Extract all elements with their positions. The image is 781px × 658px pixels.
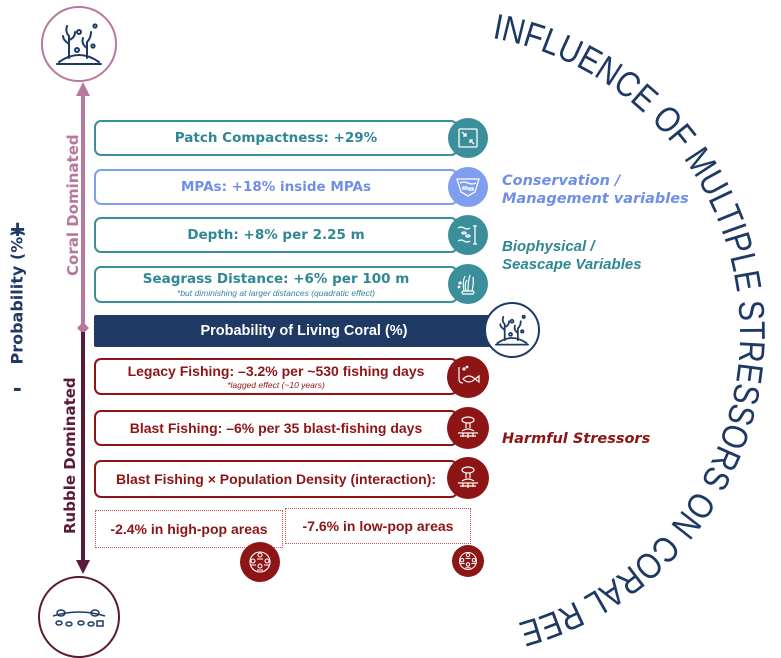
blast-fishing-icon — [447, 457, 489, 499]
axis-minus: - — [13, 372, 22, 402]
factor-label: Seagrass Distance: +6% per 100 m — [142, 271, 410, 287]
fishing-icon — [447, 356, 489, 398]
category-biophysical-line1: Biophysical / — [502, 238, 595, 255]
factor-note: *but diminishing at larger distances (qu… — [177, 288, 375, 298]
down-arrow-head — [76, 560, 90, 574]
coral-icon — [56, 23, 102, 65]
factor-depth: Depth: +8% per 2.25 m — [94, 217, 458, 253]
population-icon — [240, 542, 280, 582]
coral-reef-icon-top — [41, 6, 117, 82]
interaction-label: -2.4% in high-pop areas — [110, 521, 268, 537]
factor-note: *lagged effect (~10 years) — [227, 380, 325, 390]
factor-legacy-fishing: Legacy Fishing: –3.2% per ~530 fishing d… — [94, 358, 458, 395]
factor-label: Blast Fishing: –6% per 35 blast-fishing … — [129, 420, 423, 436]
factor-patch-compactness: Patch Compactness: +29% — [94, 120, 458, 156]
axis-midpoint-marker — [77, 322, 89, 334]
interaction-label: -7.6% in low-pop areas — [302, 518, 454, 534]
patch-compactness-icon — [448, 118, 488, 158]
interaction-high-pop: -2.4% in high-pop areas — [95, 510, 283, 548]
factor-label: Blast Fishing × Population Density (inte… — [115, 471, 437, 487]
category-conservation: Conservation / Management variables — [502, 172, 689, 208]
seagrass-icon — [448, 264, 488, 304]
center-outcome-label: Probability of Living Coral (%) — [200, 323, 408, 339]
depth-icon — [448, 215, 488, 255]
rubble-icon-bottom — [38, 576, 120, 658]
axis-arrows — [76, 82, 90, 574]
axis-label: Probability (%) — [7, 229, 27, 365]
center-outcome-bar: Probability of Living Coral (%) — [94, 315, 514, 347]
axis-plus: + — [10, 214, 26, 244]
factor-blast-fishing: Blast Fishing: –6% per 35 blast-fishing … — [94, 410, 458, 446]
living-coral-icon — [484, 302, 540, 358]
category-harmful: Harmful Stressors — [502, 431, 651, 447]
blast-fishing-icon — [447, 407, 489, 449]
category-conservation-line1: Conservation / — [502, 173, 621, 189]
category-biophysical: Biophysical / Seascape Variables — [502, 238, 642, 274]
interaction-low-pop: -7.6% in low-pop areas — [285, 508, 471, 544]
factor-mpas: MPAs: +18% inside MPAs — [94, 169, 458, 205]
up-arrow-head — [76, 82, 90, 96]
category-biophysical-line2: Seascape Variables — [502, 256, 642, 273]
category-conservation-line2: Management variables — [502, 191, 689, 207]
factor-label: Depth: +8% per 2.25 m — [187, 227, 365, 243]
rubble-icon — [52, 609, 106, 627]
factor-label: Patch Compactness: +29% — [174, 130, 378, 146]
population-icon — [452, 545, 484, 577]
factor-seagrass-distance: Seagrass Distance: +6% per 100 m *but di… — [94, 266, 458, 303]
factor-blast-population-interaction: Blast Fishing × Population Density (inte… — [94, 460, 458, 498]
factor-label: Legacy Fishing: –3.2% per ~530 fishing d… — [127, 363, 425, 379]
factor-label: MPAs: +18% inside MPAs — [181, 179, 371, 195]
mpa-icon — [448, 167, 488, 207]
